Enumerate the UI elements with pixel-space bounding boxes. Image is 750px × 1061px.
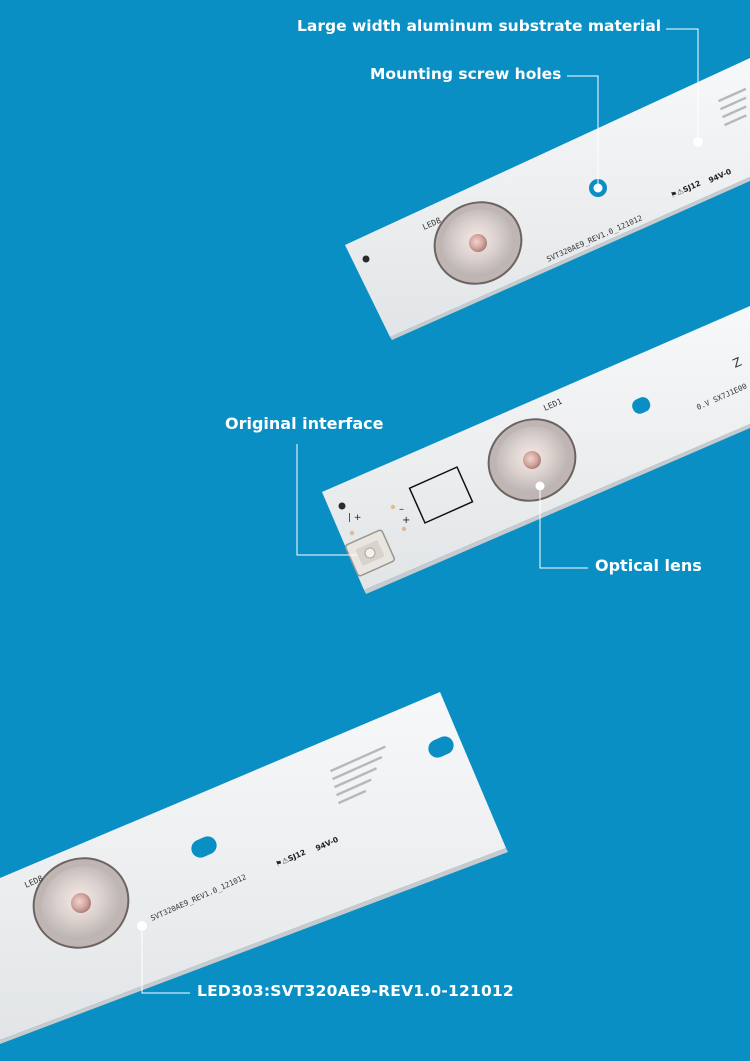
top-fine-print bbox=[717, 87, 747, 127]
leader-screw-holes bbox=[567, 75, 599, 188]
middle-strip-mount-hole bbox=[632, 397, 651, 414]
middle-plus-mark: + bbox=[402, 515, 410, 526]
middle-led-strip: – + | + LED1 0.V SX7J1E00 Z bbox=[322, 306, 750, 594]
bottom-fine-print bbox=[330, 745, 386, 805]
leader-lens-dot bbox=[535, 481, 545, 491]
callout-original-interface: Original interface bbox=[225, 414, 384, 433]
callout-mounting-screw-holes: Mounting screw holes bbox=[370, 65, 562, 83]
middle-strip-edge-hole bbox=[338, 502, 346, 510]
leader-substrate bbox=[666, 28, 699, 142]
bottom-strip-edge bbox=[0, 848, 508, 1044]
top-strip-body bbox=[345, 58, 750, 337]
callout-optical-lens: Optical lens bbox=[595, 556, 702, 575]
bottom-strip-body bbox=[0, 692, 506, 1040]
bottom-strip-mount-hole-left bbox=[191, 836, 217, 858]
middle-strip-edge bbox=[364, 424, 750, 594]
leader-lines bbox=[141, 28, 703, 994]
middle-solder-dot bbox=[390, 504, 396, 510]
callout-substrate-material: Large width aluminum substrate material bbox=[297, 17, 662, 35]
bottom-strip-mount-hole-right bbox=[428, 736, 454, 758]
middle-solder-dot bbox=[349, 530, 355, 536]
middle-solder-dot bbox=[401, 526, 407, 532]
top-strip-led bbox=[433, 201, 523, 285]
bottom-strip-led bbox=[32, 857, 130, 949]
top-strip-edge-hole bbox=[362, 255, 370, 263]
leader-substrate-dot bbox=[693, 137, 703, 147]
middle-minus-mark: – bbox=[399, 504, 404, 515]
middle-strip-pad bbox=[408, 466, 474, 524]
leader-screw-holes-dot bbox=[593, 183, 603, 193]
callout-model-number: LED303:SVT320AE9-REV1.0-121012 bbox=[197, 982, 514, 1000]
leader-interface bbox=[296, 444, 357, 556]
leader-model bbox=[141, 926, 190, 994]
leader-lens bbox=[539, 486, 588, 569]
middle-left-marks: | + bbox=[348, 513, 361, 523]
middle-strip-led bbox=[487, 418, 577, 502]
original-interface-connector bbox=[345, 529, 395, 577]
bottom-led-strip: LED8 SVT320AE9_REV1.0_121012 ⚑⚠SJ12 94V-… bbox=[0, 692, 508, 1044]
top-strip-edge bbox=[390, 177, 750, 340]
top-led-strip: LED8 SVT320AE9_REV1.0_121012 ⚑⚠SJ12 94V-… bbox=[345, 58, 750, 340]
